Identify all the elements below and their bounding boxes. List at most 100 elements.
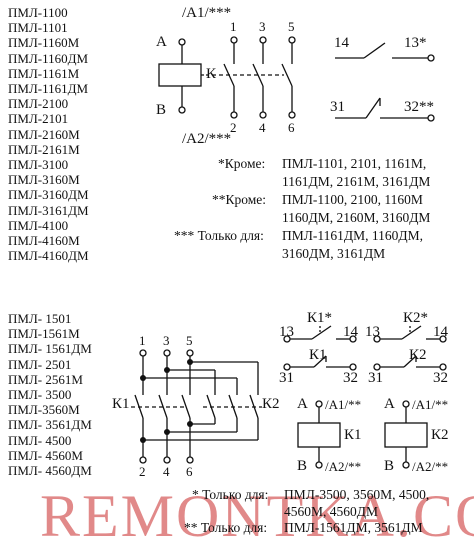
coil-k2-a1: /A1/** [412,397,449,412]
top-note-3-val: ПМЛ-1100, 2100, 1160М [282,192,423,207]
watermark: REMONTKA.COM [40,483,474,538]
b-label-6: 6 [186,464,193,479]
coil-k1-a2: /A2/** [325,459,362,474]
aux-k2-title: К2* [403,310,429,326]
b-label-3: 3 [163,333,170,348]
b-label-k1: К1 [112,396,130,412]
contact-3-top-circle [259,36,267,44]
coil-k2-a: A [384,396,395,412]
aux-k2-nc-label: К2 [409,347,427,363]
label-a2: /A2/*** [182,131,232,147]
model-list-item: ПМЛ-4100 [8,217,69,233]
model-list-item: ПМЛ- 1561ДМ [8,341,92,357]
model-list-item: ПМЛ-1161ДМ [8,81,89,96]
b-bottom-2-circle [139,456,147,464]
label-bottom-4: 4 [259,120,266,135]
coil-k1-b: B [297,458,308,474]
bottom-note-1-key: * Только для: [192,487,269,502]
aux-k2-group [373,325,447,371]
contact-5-top-circle [288,36,296,44]
aux-k1-title: К1* [307,310,333,326]
model-list-item: ПМЛ- 4560М [8,447,83,463]
model-list-item: ПМЛ-4160М [8,233,80,248]
label-aux-13: 13* [404,35,427,51]
coil-k1-a1: /A1/** [325,397,362,412]
contact-3-bottom-circle [259,111,267,119]
model-list-item: ПМЛ-3100 [8,157,69,172]
b-label-5: 5 [186,333,193,348]
model-list-item: ПМЛ-4160ДМ [8,248,89,264]
model-list-item: ПМЛ-2100 [8,96,69,112]
top-note-6-val: 3160ДМ, 3161ДМ [282,246,386,261]
bottom-main-contacts [131,349,262,464]
b-bottom-6-circle [186,456,194,464]
b-label-4: 4 [163,464,170,479]
model-list-item: ПМЛ-1101 [8,20,68,36]
model-list-item: ПМЛ-1100 [8,5,68,20]
model-list-item: ПМЛ- 2561М [8,371,83,387]
b-bottom-4-circle [163,456,171,464]
top-main-contacts [212,36,296,119]
terminal-b-circle [178,106,186,114]
top-note-2-val: 1161ДМ, 2161М, 3161ДМ [282,174,431,189]
b-top-1-circle [139,349,147,357]
aux-no-blade [363,42,386,59]
contact-5-blade [281,63,293,87]
model-list-item: ПМЛ- 3500 [8,387,72,402]
model-list-item: ПМЛ-1161М [8,65,80,81]
aux-k2-14: 14 [433,324,448,340]
coil-k1-group [297,400,341,469]
top-note-5-val: ПМЛ-1161ДМ, 1160ДМ, [282,228,423,243]
model-list-item: ПМЛ- 4500 [8,432,72,448]
aux-k1-31: 31 [279,370,294,386]
model-list-item: ПМЛ-2161М [8,141,80,157]
model-list-item: ПМЛ-1160ДМ [8,50,89,66]
label-a1: /A1/*** [182,5,232,21]
aux-k2-32: 32 [433,370,448,386]
contact-1-top-circle [230,36,238,44]
label-top-3: 3 [259,19,266,34]
aux-k2-31: 31 [368,370,383,386]
label-top-5: 5 [288,19,295,34]
contact-5-bottom-circle [288,111,296,119]
top-note-1-key: *Кроме: [218,156,266,171]
model-list-item: ПМЛ- 3561ДМ [8,417,92,433]
coil-k2-k: К2 [431,427,449,443]
model-list-item: ПМЛ-1160М [8,35,80,51]
top-coil-group [158,38,210,114]
bottom-note-2-val: 4560М, 4560ДМ [284,504,378,519]
label-top-1: 1 [230,19,237,34]
aux-k1-13: 13 [279,324,294,340]
bottom-note-1-val: ПМЛ-3500, 3560М, 4500, [284,487,430,502]
bottom-note-3-key: ** Только для: [184,520,268,535]
model-list-item: ПМЛ-1561М [8,326,80,342]
b-top-3-circle [163,349,171,357]
model-list-item: ПМЛ-3161ДМ [8,202,89,218]
top-note-5-key: *** Только для: [174,228,264,243]
b-label-k2: К2 [262,396,280,412]
model-list-item: ПМЛ- 2501 [8,356,72,372]
aux-k1-group [283,325,357,371]
label-terminal-a: A [156,34,167,50]
label-aux-14: 14 [334,35,349,51]
coil-k2-a2: /A2/** [412,459,449,474]
b-top-5-circle [186,349,194,357]
bottom-note-3-val: ПМЛ-1561ДМ, 3561ДМ [284,520,423,535]
top-note-3-key: **Кроме: [212,192,267,207]
b-label-1: 1 [139,333,146,348]
aux-nc-end-circle [427,114,435,122]
model-list-item: ПМЛ-3160ДМ [8,187,89,203]
top-note-1-val: ПМЛ-1101, 2101, 1161М, [282,156,427,171]
b-label-2: 2 [139,464,146,479]
coil-k1-k: К1 [344,427,362,443]
label-aux-32: 32** [404,99,434,115]
label-bottom-2: 2 [230,120,237,135]
terminal-a-circle [178,38,186,46]
model-list-item: ПМЛ-2101 [8,111,69,127]
contact-1-bottom-circle [230,111,238,119]
aux-nc-blade [365,97,381,119]
top-note-4-val: 1160ДМ, 2160М, 3160ДМ [282,210,431,225]
aux-k1-nc-label: К1 [309,347,327,363]
